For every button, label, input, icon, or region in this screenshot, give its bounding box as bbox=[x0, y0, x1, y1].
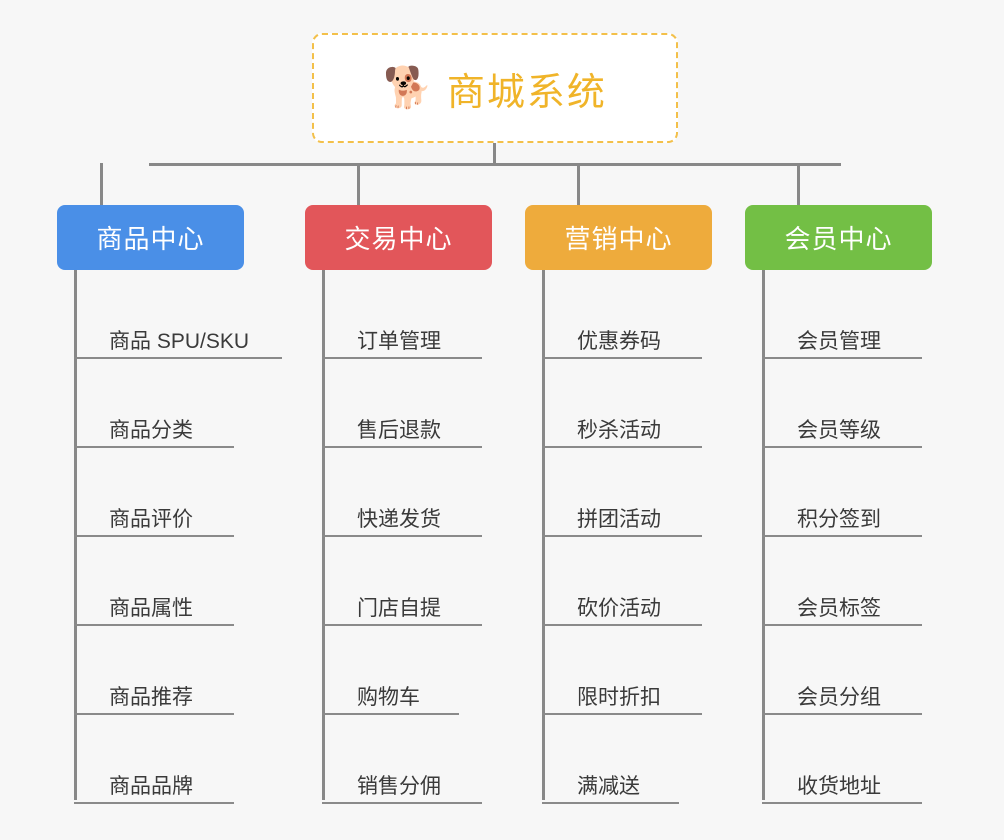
category-item-underline bbox=[762, 624, 922, 626]
category-item[interactable]: 会员管理 bbox=[762, 270, 922, 359]
category-drop-connector bbox=[100, 163, 103, 205]
category-item[interactable]: 拼团活动 bbox=[542, 448, 702, 537]
category-item-label: 商品推荐 bbox=[109, 686, 193, 709]
category-item-underline bbox=[322, 446, 482, 448]
category-item-label: 销售分佣 bbox=[357, 775, 441, 798]
category-item-underline bbox=[542, 802, 679, 804]
category-item[interactable]: 快递发货 bbox=[322, 448, 482, 537]
category-item[interactable]: 购物车 bbox=[322, 626, 459, 715]
category-item-list: 商品 SPU/SKU 商品分类商品评价商品属性商品推荐商品品牌 bbox=[74, 270, 282, 804]
category-item-list: 订单管理售后退款快递发货门店自提购物车销售分佣 bbox=[322, 270, 482, 804]
category-item[interactable]: 限时折扣 bbox=[542, 626, 702, 715]
category-item[interactable]: 满减送 bbox=[542, 715, 679, 804]
category-header[interactable]: 会员中心 bbox=[745, 205, 932, 270]
category-item-label: 商品评价 bbox=[109, 508, 193, 531]
category-item-underline bbox=[762, 357, 922, 359]
category-item-label: 砍价活动 bbox=[577, 597, 661, 620]
category-column: 商品中心商品 SPU/SKU 商品分类商品评价商品属性商品推荐商品品牌 bbox=[50, 0, 282, 840]
category-item-underline bbox=[762, 535, 922, 537]
category-item[interactable]: 商品分类 bbox=[74, 359, 255, 448]
category-header[interactable]: 交易中心 bbox=[305, 205, 492, 270]
category-item-label: 商品分类 bbox=[109, 419, 193, 442]
category-column: 交易中心订单管理售后退款快递发货门店自提购物车销售分佣 bbox=[298, 0, 528, 840]
category-column: 营销中心优惠券码秒杀活动拼团活动砍价活动限时折扣满减送 bbox=[518, 0, 748, 840]
category-item-underline bbox=[74, 713, 234, 715]
category-item[interactable]: 门店自提 bbox=[322, 537, 482, 626]
category-item-label: 积分签到 bbox=[797, 508, 881, 531]
category-item[interactable]: 砍价活动 bbox=[542, 537, 702, 626]
category-item-underline bbox=[322, 713, 459, 715]
category-drop-connector bbox=[357, 163, 360, 205]
category-item[interactable]: 会员标签 bbox=[762, 537, 922, 626]
category-item-list: 优惠券码秒杀活动拼团活动砍价活动限时折扣满减送 bbox=[542, 270, 702, 804]
category-item-label: 会员等级 bbox=[797, 419, 881, 442]
root-trunk-connector bbox=[493, 143, 496, 165]
category-item-underline bbox=[74, 802, 234, 804]
category-item-underline bbox=[762, 446, 922, 448]
category-item[interactable]: 收货地址 bbox=[762, 715, 922, 804]
category-item[interactable]: 商品 SPU/SKU bbox=[74, 270, 282, 359]
category-item-label: 商品 SPU/SKU bbox=[109, 330, 250, 353]
category-header[interactable]: 营销中心 bbox=[525, 205, 712, 270]
root-node[interactable]: 🐕 商城系统 bbox=[312, 33, 678, 143]
category-item-label: 门店自提 bbox=[357, 597, 441, 620]
category-item[interactable]: 积分签到 bbox=[762, 448, 922, 537]
category-item-underline bbox=[322, 535, 482, 537]
category-item-list: 会员管理会员等级积分签到会员标签会员分组收货地址 bbox=[762, 270, 922, 804]
category-item[interactable]: 商品属性 bbox=[74, 537, 255, 626]
category-item-underline bbox=[542, 624, 702, 626]
category-item[interactable]: 会员等级 bbox=[762, 359, 922, 448]
category-item-underline bbox=[542, 446, 702, 448]
category-item[interactable]: 订单管理 bbox=[322, 270, 482, 359]
category-item-label: 会员分组 bbox=[797, 686, 881, 709]
category-item-underline bbox=[542, 713, 702, 715]
category-item-label: 会员标签 bbox=[797, 597, 881, 620]
category-item-label: 拼团活动 bbox=[577, 508, 661, 531]
category-item-label: 满减送 bbox=[577, 775, 640, 798]
category-item-underline bbox=[542, 535, 702, 537]
category-item[interactable]: 商品品牌 bbox=[74, 715, 255, 804]
category-item-label: 订单管理 bbox=[357, 330, 441, 353]
category-item-label: 限时折扣 bbox=[577, 686, 661, 709]
category-item-label: 快递发货 bbox=[357, 508, 441, 531]
category-item[interactable]: 商品评价 bbox=[74, 448, 255, 537]
category-drop-connector bbox=[577, 163, 580, 205]
category-item-underline bbox=[762, 713, 922, 715]
category-item-label: 售后退款 bbox=[357, 419, 441, 442]
category-item[interactable]: 售后退款 bbox=[322, 359, 482, 448]
category-item-underline bbox=[542, 357, 702, 359]
shiba-dog-emoji-icon: 🐕 bbox=[383, 66, 433, 110]
category-item-underline bbox=[322, 624, 482, 626]
category-drop-connector bbox=[797, 163, 800, 205]
category-item[interactable]: 秒杀活动 bbox=[542, 359, 702, 448]
root-title: 商城系统 bbox=[446, 71, 607, 114]
category-item[interactable]: 销售分佣 bbox=[322, 715, 482, 804]
category-item-underline bbox=[762, 802, 922, 804]
category-header[interactable]: 商品中心 bbox=[57, 205, 244, 270]
category-item-underline bbox=[74, 446, 234, 448]
category-column: 会员中心会员管理会员等级积分签到会员标签会员分组收货地址 bbox=[738, 0, 968, 840]
category-item-underline bbox=[74, 535, 234, 537]
category-item-underline bbox=[322, 357, 482, 359]
category-item[interactable]: 会员分组 bbox=[762, 626, 922, 715]
category-item-label: 商品属性 bbox=[109, 597, 193, 620]
category-item-label: 购物车 bbox=[357, 686, 420, 709]
category-item-underline bbox=[74, 357, 282, 359]
category-item[interactable]: 商品推荐 bbox=[74, 626, 255, 715]
category-item-label: 商品品牌 bbox=[109, 775, 193, 798]
category-item[interactable]: 优惠券码 bbox=[542, 270, 702, 359]
category-item-label: 会员管理 bbox=[797, 330, 881, 353]
category-item-label: 收货地址 bbox=[797, 775, 881, 798]
category-item-label: 优惠券码 bbox=[577, 330, 661, 353]
horizontal-bus-connector bbox=[149, 163, 841, 166]
category-item-underline bbox=[322, 802, 482, 804]
category-item-label: 秒杀活动 bbox=[577, 419, 661, 442]
category-item-underline bbox=[74, 624, 234, 626]
